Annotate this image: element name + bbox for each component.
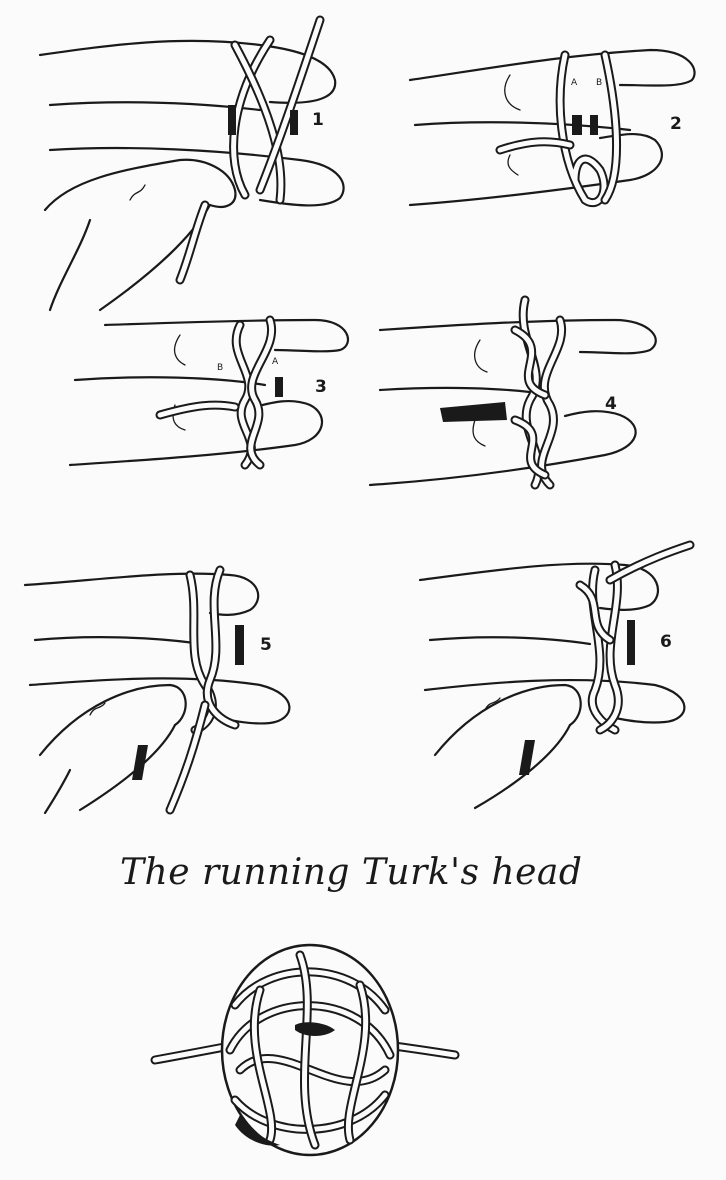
hand-icon: [415, 540, 715, 810]
turks-head-knot-icon: [150, 930, 470, 1164]
step-5-number: 5: [260, 635, 272, 655]
point-label-b: B: [596, 78, 602, 88]
step-2-number: 2: [670, 114, 682, 134]
hand-icon: [20, 555, 320, 815]
step-3-number: 3: [315, 377, 327, 397]
point-label-b: B: [217, 363, 223, 373]
point-label-a: A: [571, 78, 577, 88]
hand-icon: [365, 290, 665, 500]
figure-caption: The running Turk's head: [120, 852, 600, 893]
hand-icon: [400, 40, 710, 220]
step-1-illustration: 1: [30, 10, 350, 320]
step-6-illustration: 6: [415, 540, 715, 810]
hand-icon: [30, 10, 350, 320]
step-5-illustration: 5: [20, 555, 320, 815]
step-3-illustration: B A 3: [65, 305, 365, 485]
step-6-number: 6: [660, 632, 672, 652]
step-4-number: 4: [605, 394, 617, 414]
step-2-illustration: A B 2: [400, 40, 710, 220]
point-label-a: A: [272, 357, 278, 367]
step-1-number: 1: [312, 110, 324, 130]
step-4-illustration: 4: [365, 290, 665, 500]
